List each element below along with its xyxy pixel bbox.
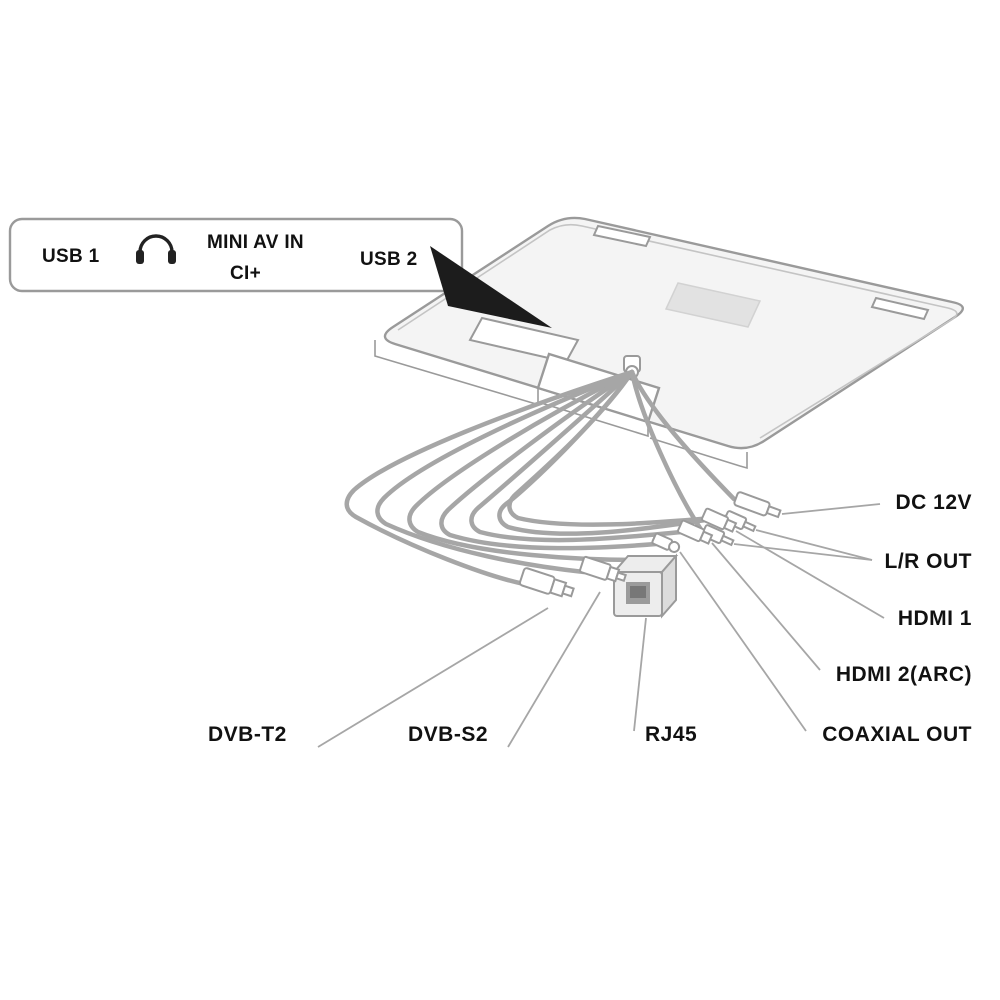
connector-dc-12v	[733, 491, 782, 519]
port-coaxial-out: COAXIAL OUT	[651, 532, 972, 746]
cable-dvb-t2	[344, 369, 635, 587]
device-bevel	[397, 223, 958, 439]
port-dvb-s2: DVB-S2	[408, 555, 627, 748]
label-dvb-s2: DVB-S2	[408, 723, 488, 746]
vent-slot-right	[870, 296, 930, 321]
cable-lr-white	[507, 369, 729, 527]
center-panel	[664, 282, 762, 328]
connector-dvb-t2	[518, 567, 575, 598]
port-hdmi-1: HDMI 1	[700, 507, 972, 630]
label-dvb-t2: DVB-T2	[208, 723, 287, 746]
connector-hdmi-2	[676, 519, 714, 545]
label-rj45: RJ45	[645, 723, 697, 746]
callout-mini-av-label: MINI AV IN	[207, 232, 304, 253]
label-hdmi-1: HDMI 1	[898, 607, 972, 630]
connector-dvb-s2	[579, 555, 627, 583]
callout-box: USB 1 MINI AV IN CI+ USB 2	[8, 217, 552, 328]
leader-hdmi-1	[735, 530, 885, 619]
port-dvb-t2: DVB-T2	[208, 567, 575, 748]
callout-ci-label: CI+	[230, 263, 261, 284]
callout-frame	[8, 217, 464, 293]
cable-dc-12v	[629, 369, 737, 502]
device-left-rim	[374, 340, 537, 405]
leader-coaxial-out	[679, 551, 807, 732]
cable-dvb-s2	[375, 369, 635, 575]
leader-dvb-t2	[317, 607, 549, 748]
label-hdmi-2-arc: HDMI 2(ARC)	[836, 663, 972, 686]
leader-hdmi-2-arc	[711, 542, 821, 671]
callout-usb1-label: USB 1	[42, 246, 100, 267]
leader-dc-12v	[781, 503, 881, 515]
vent-slot-top	[592, 224, 652, 248]
cable-bundle	[344, 369, 737, 587]
callout-arrow	[430, 246, 552, 328]
cable-lr-red	[629, 369, 705, 534]
port-lr-out: L/R OUT	[701, 510, 973, 573]
port-rj45: RJ45	[611, 553, 697, 746]
headphones-icon	[136, 234, 176, 264]
leader-lr-out-a	[755, 529, 873, 561]
port-dc-12v: DC 12V	[733, 491, 972, 519]
device-top-face	[383, 216, 964, 450]
device-front-rim	[649, 437, 748, 470]
connector-hdmi-1	[700, 507, 738, 533]
leader-lr-out-b	[733, 543, 873, 561]
cable-hdmi-2	[469, 369, 685, 543]
label-lr-out: L/R OUT	[885, 550, 973, 573]
label-coaxial-out: COAXIAL OUT	[822, 723, 972, 746]
cable-coaxial	[439, 369, 659, 551]
connector-coaxial	[651, 532, 681, 553]
cable-rj45	[407, 369, 641, 563]
label-dc-12v: DC 12V	[895, 491, 972, 514]
callout-usb2-label: USB 2	[360, 249, 417, 270]
leader-dvb-s2	[507, 591, 601, 748]
port-hdmi-2-arc: HDMI 2(ARC)	[676, 519, 972, 686]
leader-rj45	[633, 617, 647, 732]
connector-rj45-pins	[630, 586, 646, 598]
